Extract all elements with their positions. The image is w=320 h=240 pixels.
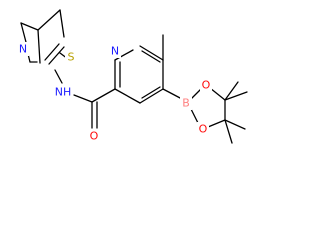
bond (37, 9, 61, 31)
atom-label-background (53, 85, 73, 99)
bond (91, 88, 116, 103)
atom-label-background (17, 42, 29, 56)
bond (73, 94, 93, 103)
bond (44, 43, 60, 61)
bond (139, 45, 164, 61)
atom-label-background (200, 78, 212, 92)
atom-label-n1: N (19, 43, 27, 56)
atom-label-o1: O (90, 130, 99, 143)
bond (54, 69, 63, 84)
bond (139, 88, 164, 104)
bond (224, 119, 246, 130)
atom-label-b1: B (182, 97, 190, 110)
bond (224, 119, 233, 144)
bond (207, 119, 226, 128)
atom-label-background (65, 50, 77, 64)
bond (48, 46, 65, 65)
atom-label-background (109, 44, 121, 58)
atom-label-s1: S (68, 51, 75, 64)
bond (141, 86, 161, 99)
atom-label-background (197, 122, 209, 136)
atom-label-n2: N (111, 45, 119, 58)
bond (20, 22, 39, 31)
bond (59, 9, 65, 38)
atom-label-nh: NH (55, 86, 72, 99)
bond (141, 50, 161, 63)
atom-label-o2: O (202, 79, 211, 92)
bond (224, 81, 239, 101)
bond (162, 88, 183, 100)
bond (209, 87, 226, 101)
atom-label-background (88, 129, 100, 143)
bond (224, 91, 248, 101)
atom-label-o3: O (199, 123, 208, 136)
bond (114, 49, 134, 61)
atom-label-background (180, 96, 192, 110)
bond (37, 29, 41, 64)
bond (114, 88, 141, 104)
